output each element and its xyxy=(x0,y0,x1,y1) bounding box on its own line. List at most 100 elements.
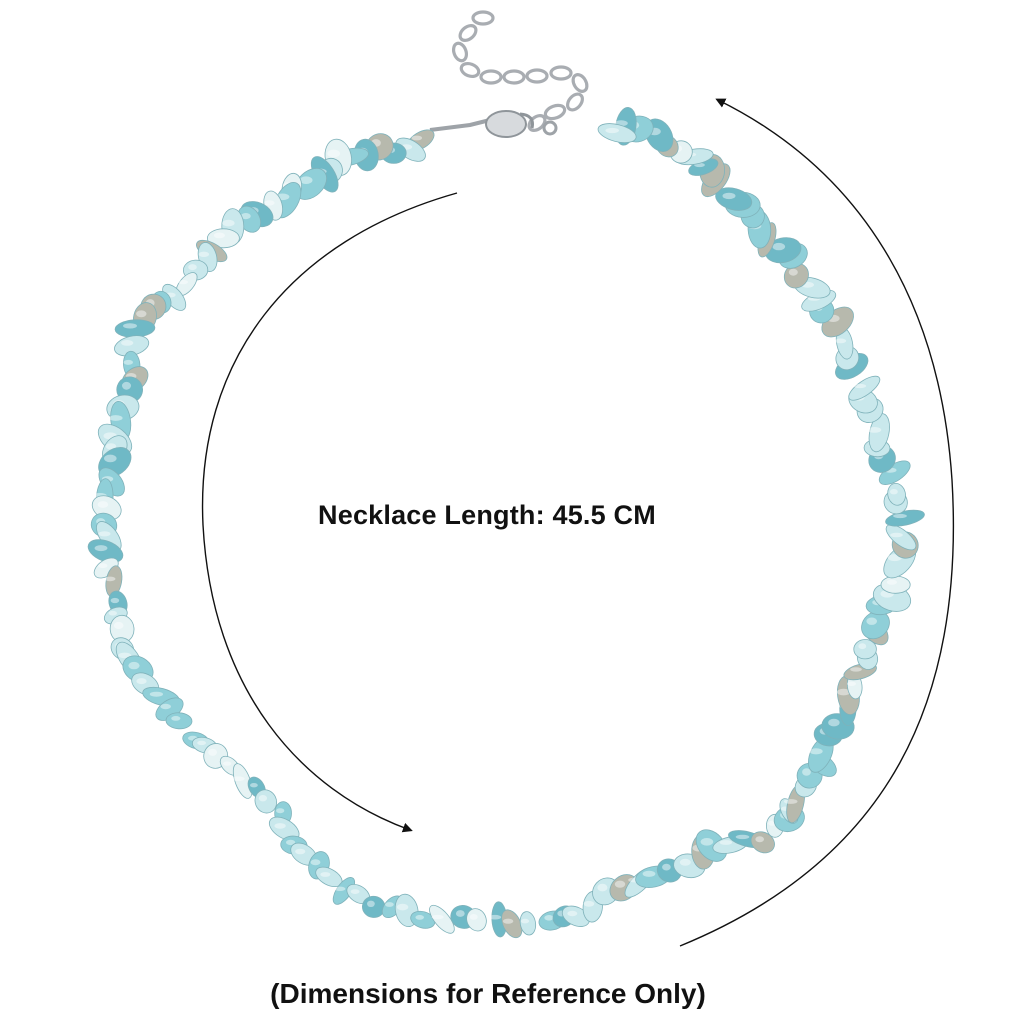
bead-highlight xyxy=(772,242,786,251)
chip-bead xyxy=(501,909,523,939)
bead-highlight xyxy=(455,910,465,917)
right-length-arrow xyxy=(679,98,955,947)
bead-highlight xyxy=(98,563,108,569)
bead-highlight xyxy=(583,900,595,907)
bead-highlight xyxy=(222,219,235,227)
bead-highlight xyxy=(385,902,394,907)
bead-highlight xyxy=(274,823,286,829)
chip-bead xyxy=(750,831,775,854)
bead-highlight xyxy=(367,900,375,907)
bead-highlight xyxy=(97,501,109,508)
chip-bead xyxy=(254,789,278,814)
bead-highlight xyxy=(662,863,671,871)
bead-highlight xyxy=(310,859,321,866)
bead-highlight xyxy=(123,359,133,365)
bead-highlight xyxy=(250,783,258,788)
bead-highlight xyxy=(850,667,862,672)
chip-bead xyxy=(165,712,193,730)
bead-highlight xyxy=(231,776,245,781)
bead-highlight xyxy=(198,251,210,257)
bead-highlight xyxy=(836,688,851,696)
necklace-length-label: Necklace Length: 45.5 CM xyxy=(318,500,656,530)
bead-highlight xyxy=(469,914,478,920)
bead-highlight xyxy=(605,127,619,134)
bead-highlight xyxy=(104,576,116,582)
chip-bead xyxy=(429,904,455,934)
bead-highlight xyxy=(110,597,120,604)
bead-highlight xyxy=(847,681,856,686)
bead-highlight xyxy=(431,914,444,920)
bead-highlight xyxy=(178,280,189,285)
bead-highlight xyxy=(502,918,514,924)
bead-highlight xyxy=(104,454,117,463)
bead-highlight xyxy=(98,531,111,537)
bead-highlight xyxy=(213,232,225,239)
bead-highlight xyxy=(171,716,181,721)
bead-highlight xyxy=(722,192,736,200)
bead-highlight xyxy=(828,718,840,727)
bead-highlight xyxy=(735,834,750,840)
bead-highlight xyxy=(890,489,898,495)
bead-highlight xyxy=(567,910,578,917)
bead-highlight xyxy=(835,338,847,344)
bead-highlight xyxy=(208,748,218,756)
lobster-clasp xyxy=(429,110,558,138)
bead-highlight xyxy=(299,176,313,184)
bead-highlight xyxy=(160,703,171,710)
bead-highlight xyxy=(396,903,409,911)
bead-highlight xyxy=(118,652,131,659)
bead-highlight xyxy=(94,545,108,552)
bead-highlight xyxy=(700,838,714,846)
bead-highlight xyxy=(108,610,118,616)
bead-highlight xyxy=(320,872,331,877)
bead-highlight xyxy=(783,799,798,804)
bead-highlight xyxy=(411,135,423,141)
bead-highlight xyxy=(108,415,123,421)
bead-highlight xyxy=(258,795,267,802)
chip-bead xyxy=(395,137,426,162)
bead-highlight xyxy=(614,880,626,888)
bead-highlight xyxy=(122,381,131,390)
bead-highlight xyxy=(136,678,147,685)
bead-highlight xyxy=(520,918,530,924)
chip-bead xyxy=(410,910,436,929)
bead-highlight xyxy=(240,213,251,220)
bead-highlight xyxy=(415,915,425,920)
chip-bead xyxy=(87,539,124,563)
bead-highlight xyxy=(866,617,877,625)
bead-highlight xyxy=(327,149,341,158)
bead-highlight xyxy=(597,883,608,892)
larimar-chip-beads xyxy=(87,107,925,939)
bead-highlight xyxy=(809,748,823,755)
bead-highlight xyxy=(788,268,798,276)
bead-highlight xyxy=(121,340,134,346)
bead-highlight xyxy=(886,579,898,585)
bead-highlight xyxy=(679,858,691,866)
chip-bead xyxy=(848,375,881,401)
chip-bead xyxy=(861,610,890,640)
bead-highlight xyxy=(295,848,306,855)
bead-highlight xyxy=(642,870,656,877)
bead-highlight xyxy=(149,691,163,697)
bead-highlight xyxy=(123,323,137,329)
bead-highlight xyxy=(890,532,903,538)
bead-highlight xyxy=(867,427,882,433)
bead-highlight xyxy=(276,808,285,814)
chip-bead xyxy=(561,905,590,927)
chip-bead xyxy=(695,829,728,862)
chip-bead xyxy=(887,482,906,506)
bead-highlight xyxy=(853,383,867,389)
reference-note: (Dimensions for Reference Only) xyxy=(270,978,706,1009)
chip-bead xyxy=(868,413,890,453)
bead-highlight xyxy=(802,768,811,776)
chip-bead xyxy=(206,228,240,249)
chip-bead xyxy=(853,639,877,660)
bead-highlight xyxy=(719,840,733,845)
bead-highlight xyxy=(334,886,346,891)
bead-highlight xyxy=(197,740,207,746)
bead-highlight xyxy=(113,621,124,630)
chip-bead xyxy=(519,911,537,936)
bead-highlight xyxy=(858,643,867,650)
bead-highlight xyxy=(105,443,117,450)
